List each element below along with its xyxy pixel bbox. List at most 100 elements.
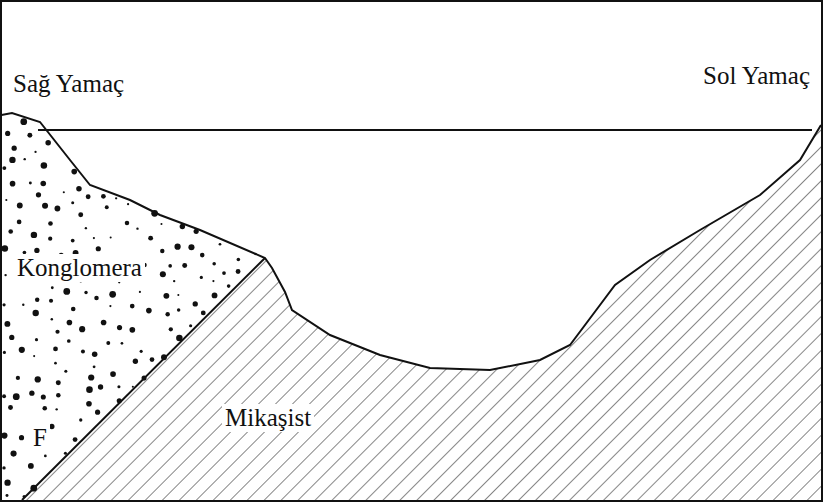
pebble-dot [4,321,10,327]
pebble-dot [212,262,216,266]
pebble-dot [93,237,95,239]
pebble-dot [55,408,57,410]
pebble-dot [174,244,180,250]
pebble-dot [136,227,138,229]
pebble-dot [182,263,187,268]
pebble-dot [10,451,16,457]
pebble-dot [16,376,20,380]
pebble-dot [5,199,7,201]
pebble-dot [227,284,231,288]
pebble-dot [201,311,206,316]
pebble-dot [3,351,6,354]
pebble-dot [54,362,57,365]
pebble-dot [101,320,107,326]
pebble-dot [212,280,214,282]
pebble-dot [9,335,14,340]
pebble-dot [110,371,116,377]
pebble-dot [219,243,222,246]
pebble-dot [22,304,24,306]
pebble-dot [55,330,59,334]
pebble-dot [51,318,53,320]
pebble-dot [8,229,13,234]
pebble-dot [29,391,34,396]
pebble-dot [9,157,15,163]
pebble-dot [63,191,65,193]
pebble-dot [78,212,83,217]
rock-unit-label: Konglomera [14,254,145,282]
pebble-dot [42,406,47,411]
pebble-dot [139,291,141,293]
pebble-dot [34,248,39,253]
pebble-dot [86,401,92,407]
pebble-dot [160,271,166,277]
pebble-dot [41,395,46,400]
pebble-dot [81,350,85,354]
pebble-dot [76,186,82,192]
pebble-dot [31,232,37,238]
pebble-dot [101,194,106,199]
pebble-dot [148,236,153,241]
pebble-dot [94,296,99,301]
pebble-dot [4,480,10,486]
pebble-dot [49,424,54,429]
pebble-dot [36,192,41,197]
pebble-dot [17,203,23,209]
pebble-dot [168,264,172,268]
pebble-dot [12,146,17,151]
pebble-dot [13,393,20,400]
pebble-dot [160,223,162,225]
pebble-dot [85,227,87,229]
pebble-dot [117,325,122,330]
pebble-dot [106,341,110,345]
pebble-dot [64,370,67,373]
pebble-dot [35,338,38,341]
rock-unit-label: Mikaşist [222,404,314,432]
mica-schist-unit [22,125,821,500]
pebble-dot [105,205,109,209]
pebble-dot [118,281,120,283]
pebble-dot [8,405,13,410]
pebble-dot [17,220,22,225]
pebble-dot [129,327,135,333]
pebble-dot [110,236,112,238]
pebble-dot [56,393,61,398]
slope-label: Sol Yamaç [700,62,813,90]
pebble-dot [95,410,100,415]
pebble-dot [48,237,52,241]
pebble-dot [98,384,103,389]
pebble-dot [51,286,54,289]
pebble-dot [88,374,94,380]
pebble-dot [200,253,205,258]
pebble-dot [86,194,91,199]
pebble-dot [73,437,78,442]
pebble-dot [35,376,41,382]
pebble-dot [71,239,75,243]
pebble-dot [32,310,38,316]
pebble-dot [24,158,26,160]
pebble-dot [2,466,5,469]
fault-label: F [30,424,50,452]
pebble-dot [5,131,10,136]
pebble-dot [121,342,124,345]
pebble-dot [27,133,32,138]
pebble-dot [92,351,98,357]
pebble-dot [165,312,169,316]
pebble-dot [160,249,164,253]
pebble-dot [127,203,129,205]
pebble-dot [28,463,34,469]
pebble-dot [79,326,85,332]
pebble-dot [84,291,87,294]
pebble-dot [56,380,61,385]
pebble-dot [40,181,46,187]
pebble-dot [35,298,39,302]
pebble-dot [109,305,111,307]
pebble-dot [117,385,120,388]
slope-label: Sağ Yamaç [10,70,127,98]
pebble-dot [212,293,218,299]
pebble-dot [6,494,9,497]
pebble-dot [177,308,181,312]
pebble-dot [133,359,138,364]
pebble-dot [189,324,192,327]
pebble-dot [2,166,6,170]
